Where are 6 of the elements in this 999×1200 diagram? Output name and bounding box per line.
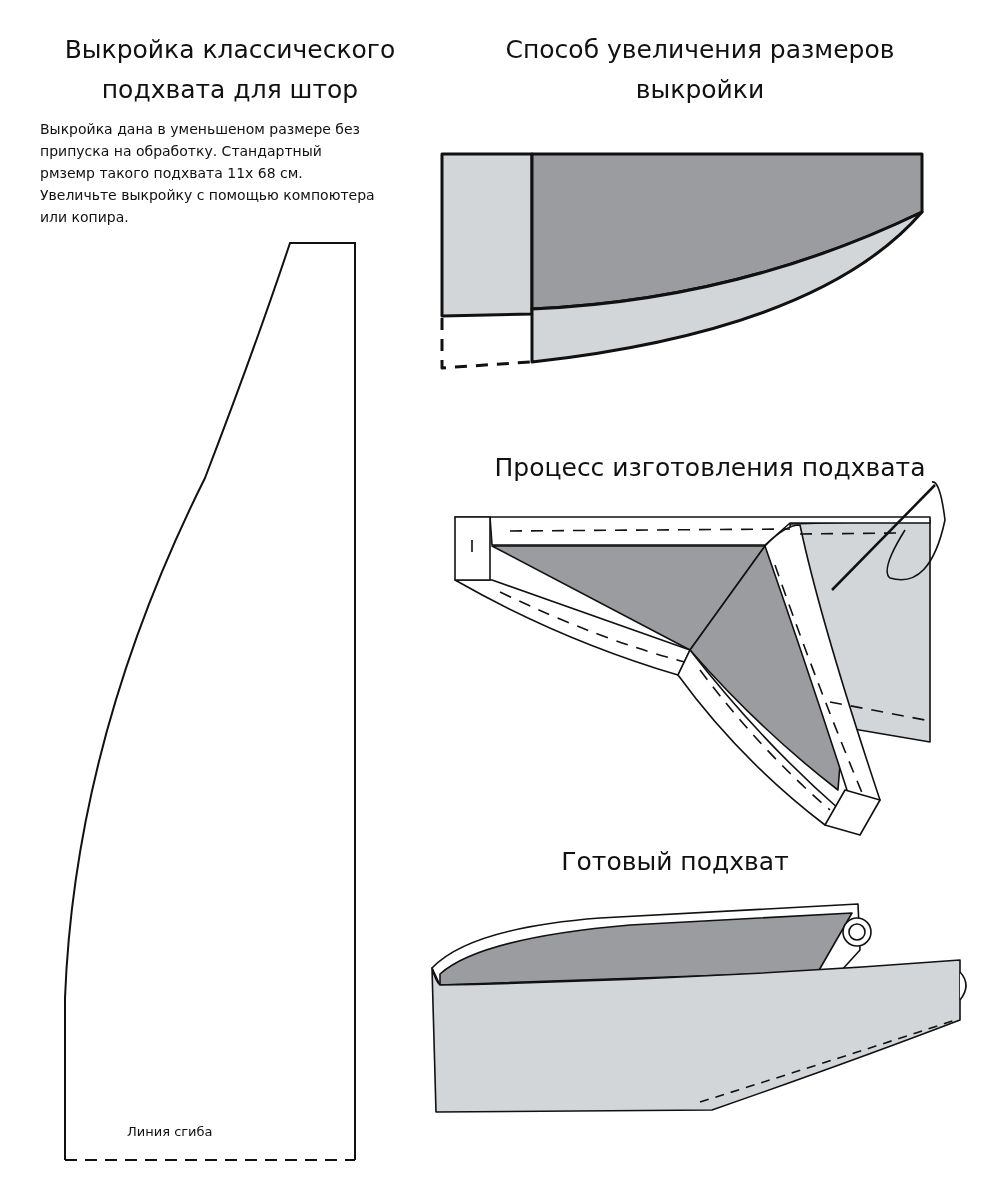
heading: Выкройка классического подхвата для штор	[63, 34, 397, 106]
description-text: Выкройка дана в уменьшеном размере без припуска на обработку. Стандартный рмземр такого подхвата 11х 68 см. Увеличьте выкройку с помощью компоютера или копира.	[40, 120, 376, 227]
heading: Способ увеличения размеров выкройки	[504, 34, 896, 106]
heading: Процесс изготовления подхвата	[493, 452, 927, 484]
fold-line-label: Линия сгиба	[127, 1124, 213, 1139]
heading: Готовый подхват	[560, 846, 790, 878]
